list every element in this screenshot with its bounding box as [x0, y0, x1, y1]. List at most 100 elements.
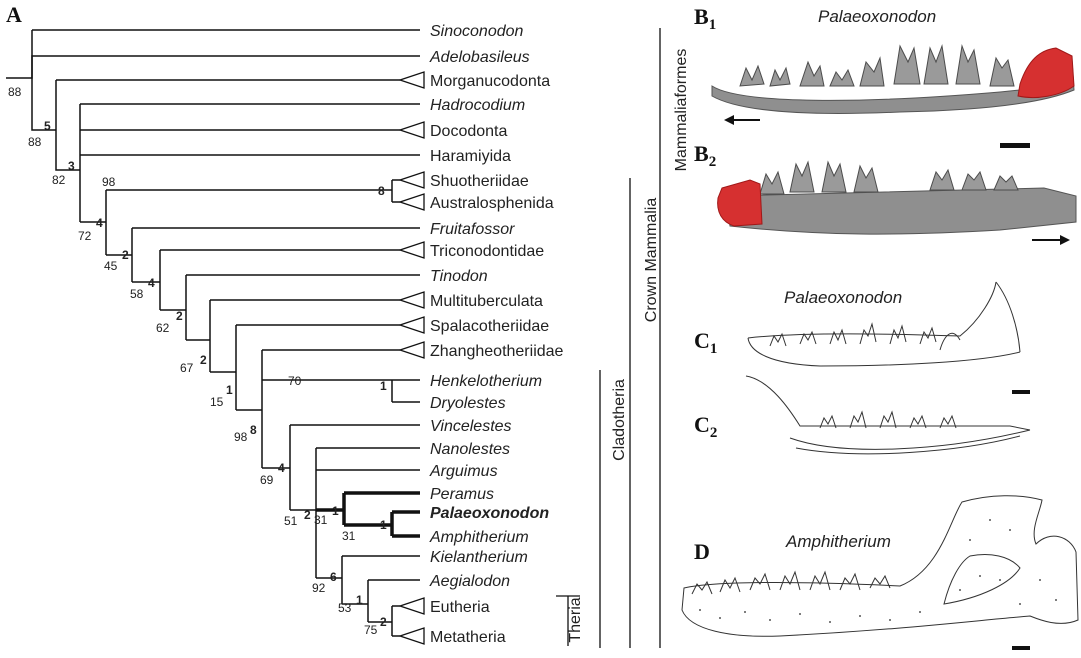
taxon-label: Docodonta	[430, 123, 507, 140]
bremer-value: 1	[332, 504, 339, 518]
tree-branches	[6, 29, 420, 637]
clade-triangle-multituberculata	[397, 291, 425, 309]
jaw-drawing-amphitherium	[681, 495, 1079, 637]
support-value: 70	[288, 374, 302, 388]
panel-title-b1: Palaeoxonodon	[818, 7, 936, 26]
bremer-value: 1	[356, 593, 363, 607]
support-value: 98	[102, 175, 116, 189]
taxon-label: Arguimus	[429, 463, 498, 480]
clade-triangle-docodonta	[397, 121, 425, 139]
jaw-drawing-medial	[745, 375, 1031, 455]
clade-triangle-shuotheriidae	[397, 171, 425, 189]
taxon-labels: Sinoconodon Adelobasileus Morganucodonta…	[429, 23, 564, 646]
taxon-label: Dryolestes	[430, 395, 506, 412]
scale-bar	[1012, 646, 1030, 650]
panel-label-b2: B2	[694, 141, 716, 170]
clade-triangle-zhangheotheriidae	[397, 341, 425, 359]
clade-triangle-australosphenida	[397, 193, 425, 211]
support-value: 15	[210, 395, 224, 409]
taxon-label: Multituberculata	[430, 293, 543, 310]
jaw-3d-model-medial	[717, 160, 1077, 235]
support-value: 75	[364, 623, 378, 637]
red-highlight-region	[1017, 47, 1075, 99]
support-value: 69	[260, 473, 274, 487]
taxon-label: Morganucodonta	[430, 73, 550, 90]
clade-triangle-morganucodonta	[397, 71, 425, 89]
bremer-value: 4	[278, 461, 285, 475]
support-value: 31	[342, 529, 356, 543]
panel-label-b1: B1	[694, 4, 716, 33]
jaw-3d-model-lateral	[711, 44, 1075, 114]
clade-triangle-eutheria	[397, 597, 425, 615]
taxon-label: Triconodontidae	[430, 243, 544, 260]
support-value: 88	[8, 85, 22, 99]
jaw-drawing-lateral	[747, 281, 1021, 367]
support-values: 88 88 82 98 72 45 58 62 67 15 70 98 69 5…	[8, 85, 378, 637]
bremer-value: 1	[226, 383, 233, 397]
bremer-value: 1	[380, 518, 387, 532]
taxon-label: Amphitherium	[429, 529, 529, 546]
bremer-value: 2	[122, 248, 129, 262]
taxon-label: Zhangheotheriidae	[430, 343, 564, 360]
taxon-label: Aegialodon	[429, 573, 510, 590]
support-value: 53	[338, 601, 352, 615]
panel-label-c2: C2	[694, 412, 717, 441]
bremer-value: 2	[176, 309, 183, 323]
arrow-right-icon	[1032, 235, 1070, 245]
taxon-label: Vincelestes	[430, 418, 512, 435]
taxon-label: Australosphenida	[430, 195, 554, 212]
taxon-label: Hadrocodium	[430, 97, 525, 114]
support-value: 88	[28, 135, 42, 149]
bremer-values: 5 3 4 8 2 4 2 2 1 1 8 4 2 1 1 6 1 2	[44, 119, 387, 629]
support-value: 92	[312, 581, 326, 595]
taxon-label: Metatheria	[430, 629, 506, 646]
bremer-value: 3	[68, 159, 75, 173]
taxon-label-palaeoxonodon: Palaeoxonodon	[430, 505, 549, 522]
bremer-value: 4	[96, 216, 103, 230]
support-value: 31	[314, 513, 328, 527]
scale-bar	[1000, 143, 1030, 148]
taxon-label: Sinoconodon	[430, 23, 524, 40]
bremer-value: 2	[380, 615, 387, 629]
taxon-label: Henkelotherium	[430, 373, 542, 390]
bremer-value: 2	[200, 353, 207, 367]
panel-label-c1: C1	[694, 328, 717, 357]
bremer-value: 8	[250, 423, 257, 437]
bremer-value: 6	[330, 570, 337, 584]
panel-label-d: D	[694, 539, 710, 564]
taxon-label: Shuotheriidae	[430, 173, 529, 190]
scale-bar	[1012, 390, 1030, 394]
taxon-label: Nanolestes	[430, 441, 510, 458]
clade-label-theria: Theria	[567, 597, 584, 642]
taxon-label: Eutheria	[430, 599, 490, 616]
bremer-value: 4	[148, 276, 155, 290]
taxon-label: Adelobasileus	[429, 49, 530, 66]
taxon-label: Peramus	[430, 486, 494, 503]
bremer-value: 1	[380, 379, 387, 393]
clade-label-cladotheria: Cladotheria	[611, 379, 628, 461]
clade-triangle-triconodontidae	[397, 241, 425, 259]
support-value: 82	[52, 173, 66, 187]
support-value: 58	[130, 287, 144, 301]
bremer-value: 8	[378, 184, 385, 198]
bremer-value: 5	[44, 119, 51, 133]
support-value: 72	[78, 229, 92, 243]
taxon-label: Kielantherium	[430, 549, 528, 566]
panel-label-a: A	[6, 2, 22, 27]
clade-triangle-spalacotheriidae	[397, 316, 425, 334]
clade-triangle-metatheria	[397, 627, 425, 645]
bremer-value: 2	[304, 508, 311, 522]
support-value: 45	[104, 259, 118, 273]
clade-label-mammaliaformes: Mammaliaformes	[673, 49, 690, 172]
arrow-left-icon	[724, 115, 760, 125]
taxon-label: Tinodon	[430, 268, 488, 285]
taxon-label: Spalacotheriidae	[430, 318, 549, 335]
panel-title-c: Palaeoxonodon	[784, 288, 902, 307]
support-value: 98	[234, 430, 248, 444]
taxon-label: Fruitafossor	[430, 221, 515, 238]
panel-title-d: Amphitherium	[785, 532, 891, 551]
collapsed-clade-triangles	[397, 71, 425, 645]
red-highlight-region	[717, 179, 763, 227]
clade-brackets: Mammaliaformes Crown Mammalia Cladotheri…	[556, 28, 690, 648]
